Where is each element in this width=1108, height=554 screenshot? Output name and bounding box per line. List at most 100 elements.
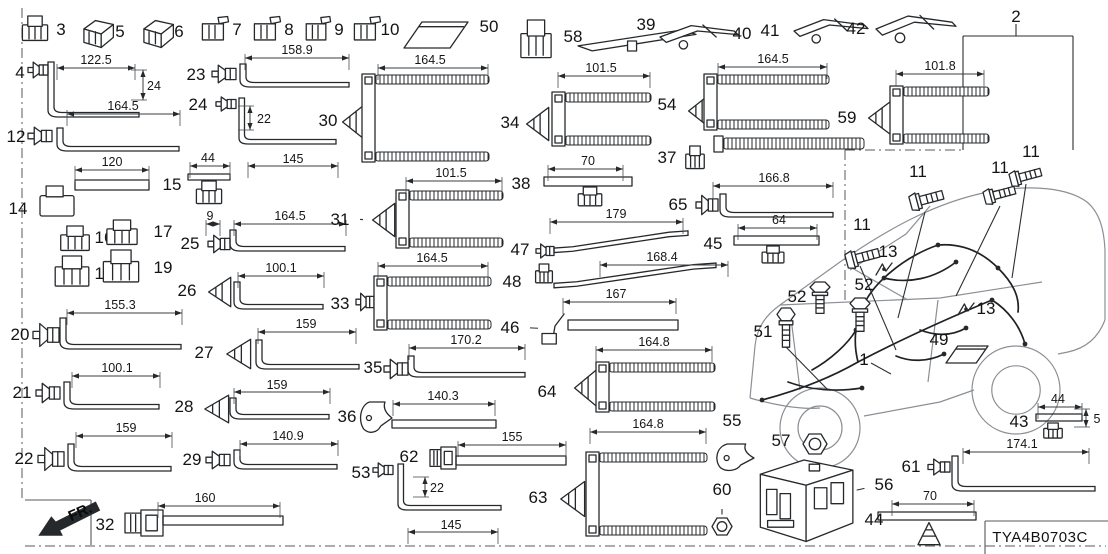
- bar-glyph: [951, 455, 1096, 492]
- part-21: 21 100.1: [13, 361, 161, 410]
- harness-connector-dot: [935, 242, 941, 248]
- dimension-label: 167: [606, 287, 627, 301]
- pad-glyph: [945, 345, 989, 364]
- part-37: 37: [658, 135, 865, 170]
- dimension-label: 64: [772, 213, 786, 227]
- lbar-glyph: [238, 97, 337, 145]
- dimension-label: 22: [257, 112, 271, 126]
- harness-connector-dot: [1022, 341, 1028, 347]
- dimension-label: 164.5: [274, 209, 305, 223]
- dimension: 100.1: [237, 261, 325, 288]
- bar-glyph: [63, 381, 160, 410]
- tie2-glyph: [551, 91, 652, 147]
- cap-glyph: [143, 19, 175, 49]
- part-number-label: 31: [331, 210, 350, 229]
- part-number-label: 8: [284, 20, 293, 39]
- clip-glyph: [534, 263, 554, 284]
- connector-glyph: [124, 509, 164, 537]
- part-8: 8: [253, 15, 294, 41]
- bar3-glyph: [187, 173, 231, 181]
- dimension-label: 164.8: [632, 417, 663, 431]
- dimension: 155: [457, 430, 567, 457]
- car-outline: [851, 267, 909, 301]
- dimension: 120: [74, 155, 150, 182]
- dimension: 100.1: [71, 361, 161, 388]
- part-number-label: 45: [704, 234, 723, 253]
- tie1-glyph: [713, 135, 865, 153]
- dimension-label: 155: [502, 430, 523, 444]
- pin-glyph: [383, 358, 409, 380]
- part-number-label: 54: [658, 95, 677, 114]
- part-number-label: 50: [480, 17, 499, 36]
- dimension-label: 24: [147, 79, 161, 93]
- part-number-label: 20: [11, 325, 30, 344]
- dimension-label: 100.1: [265, 261, 296, 275]
- tie2-glyph: [361, 73, 490, 163]
- dimension-label: 22: [430, 481, 444, 495]
- leader-line: [897, 211, 926, 319]
- pin-glyph: [37, 446, 65, 472]
- part-60: 60: [711, 480, 733, 536]
- pin-glyph: [535, 243, 555, 259]
- dimension-label: 164.8: [638, 335, 669, 349]
- harness-connector-dot: [859, 385, 865, 391]
- part-number-label: 37: [658, 148, 677, 167]
- clip-glyph: [102, 249, 140, 283]
- hook-glyph: [716, 443, 755, 472]
- part-16: 16: [60, 225, 113, 252]
- part-number-label: 63: [529, 488, 548, 507]
- dimension: 145: [407, 518, 499, 544]
- part-number-label: 10: [381, 20, 400, 39]
- part-number-label: 36: [338, 407, 357, 426]
- part-11: 11: [982, 158, 1017, 205]
- part-number-label: 47: [511, 240, 530, 259]
- part-number-label: 21: [13, 383, 32, 402]
- dimension: 164.5: [377, 251, 489, 278]
- part-51: 51: [754, 307, 796, 348]
- tbracket-glyph: [793, 18, 869, 44]
- dimension-label: 122.5: [80, 53, 111, 67]
- part-number-label: 30: [319, 111, 338, 130]
- part-number-label: 6: [174, 22, 183, 41]
- part-number-label: 61: [902, 457, 921, 476]
- dimension-label: 70: [581, 154, 595, 168]
- dimension-label: 159: [116, 421, 137, 435]
- part-52: 52: [849, 275, 873, 332]
- bar4-glyph: [553, 230, 689, 254]
- part-number-label: 4: [15, 63, 24, 82]
- part-number-label: 11: [991, 158, 1009, 177]
- car-outline: [863, 389, 975, 417]
- wire-harness-路: [883, 261, 957, 282]
- part-10: 10: [353, 15, 400, 41]
- clip-glyph: [685, 145, 705, 170]
- dimension-label: 164.5: [414, 53, 445, 67]
- pin-glyph: [355, 292, 375, 312]
- car-outline: [927, 299, 939, 383]
- part-63: 63 164.8: [529, 417, 708, 537]
- dimension-label: 158.9: [281, 43, 312, 57]
- dimension: 164.5: [66, 99, 181, 126]
- car-wheel-arch: [779, 387, 861, 469]
- dimension: 174.1: [962, 437, 1090, 464]
- dimension: 158.9: [244, 43, 350, 70]
- bar-glyph: [407, 355, 526, 378]
- dimension: 166.8: [712, 171, 834, 198]
- part-number-label: 58: [564, 27, 583, 46]
- part-number-label: 26: [178, 281, 197, 300]
- dimension-label: 5: [1094, 412, 1101, 426]
- part-number-label: 60: [713, 480, 732, 499]
